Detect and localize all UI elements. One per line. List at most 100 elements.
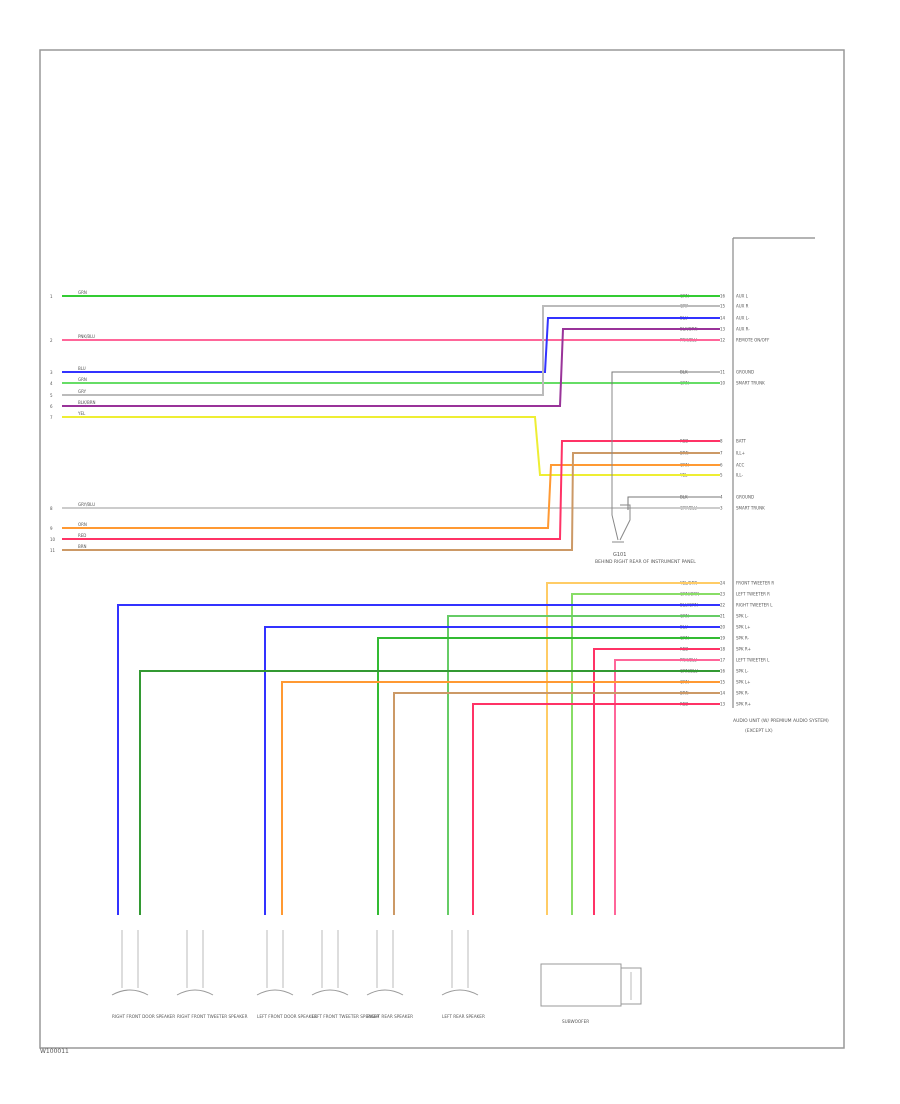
speaker-pin-number: 24 xyxy=(720,581,726,586)
left-pin-number: 6 xyxy=(50,404,53,409)
unit-pin-label: BATT xyxy=(736,439,747,444)
left-wire-label: PNK/BLU xyxy=(78,334,95,339)
speaker-4: LEFT FRONT TWEETER SPEAKER xyxy=(311,930,379,1019)
speaker-label: RIGHT REAR SPEAKER xyxy=(367,1014,413,1019)
speaker-wire xyxy=(571,593,720,915)
speaker-3: LEFT FRONT DOOR SPEAKER xyxy=(256,930,317,1019)
speaker-pin-number: 20 xyxy=(720,625,726,630)
wire-7 xyxy=(62,416,720,476)
speaker-pin-number: 21 xyxy=(720,614,726,619)
wire-9 xyxy=(62,464,720,529)
speaker-wire xyxy=(393,692,720,915)
unit-pin-number: 5 xyxy=(720,473,723,478)
ground-label: G101 xyxy=(613,552,626,558)
unit-pin-label: GROUND xyxy=(736,370,754,375)
speaker-pin-number: 15 xyxy=(720,680,726,685)
wire-6 xyxy=(62,328,720,407)
audio-unit-label: AUDIO UNIT (W/ PREMIUM AUDIO SYSTEM) xyxy=(733,718,829,724)
speaker-pin-number: 19 xyxy=(720,636,726,641)
speaker-wire xyxy=(447,615,720,915)
speaker-pin-label: LEFT TWEETER L xyxy=(736,658,770,663)
speaker-wire xyxy=(117,604,720,915)
unit-pin-number: 4 xyxy=(720,495,723,500)
left-pin-number: 8 xyxy=(50,506,53,511)
left-wire-label: GRY/BLU xyxy=(78,502,95,507)
left-pin-number: 9 xyxy=(50,526,53,531)
speaker-pin-number: 23 xyxy=(720,592,726,597)
ground-wire xyxy=(611,371,720,385)
unit-pin-number: 16 xyxy=(720,294,726,299)
left-wire-label: BLU xyxy=(78,366,86,371)
unit-pin-label: SMART TRUNK xyxy=(736,506,765,511)
speaker-label: LEFT FRONT DOOR SPEAKER xyxy=(257,1014,317,1019)
subwoofer-symbol xyxy=(540,963,642,1007)
wire-11 xyxy=(62,452,720,551)
speaker-label: SUBWOOFER xyxy=(562,1019,589,1024)
speaker-pin-number: 16 xyxy=(720,669,726,674)
speaker-pin-number: 22 xyxy=(720,603,726,608)
unit-pin-label: AUX L- xyxy=(736,316,750,321)
left-wire-label: RED xyxy=(78,533,86,538)
left-wire-label: GRN xyxy=(78,290,87,295)
speaker-pin-number: 17 xyxy=(720,658,726,663)
left-wire-label: ORN xyxy=(78,522,87,527)
unit-pin-label: SMART TRUNK xyxy=(736,381,765,386)
diagram-frame xyxy=(39,49,845,1049)
speaker-label: RIGHT FRONT DOOR SPEAKER xyxy=(112,1014,175,1019)
speaker-pin-label: RIGHT TWEETER L xyxy=(736,603,773,608)
figure-id: W100011 xyxy=(40,1048,69,1055)
speaker-pin-number: 14 xyxy=(720,691,726,696)
left-wire-label: BRN xyxy=(78,544,87,549)
wires-group: 1GRN2PNK/BLU3BLU4GRN5GRY6BLK/BRN7YEL8GRY… xyxy=(50,290,720,915)
speaker-wire xyxy=(281,681,720,915)
speaker-pin-label: SPK R- xyxy=(736,691,749,696)
unit-pin-label: ILL+ xyxy=(736,451,745,456)
audio-unit-sub: (EXCEPT LX) xyxy=(745,728,773,734)
speaker-pin-label: SPK R- xyxy=(736,636,749,641)
unit-pin-number: 13 xyxy=(720,327,726,332)
left-pin-number: 7 xyxy=(50,415,53,420)
speaker-pin-label: SPK R+ xyxy=(736,702,751,707)
ground-sub: BEHIND RIGHT REAR OF INSTRUMENT PANEL xyxy=(595,559,696,565)
unit-pin-number: 10 xyxy=(720,381,726,386)
wire-3 xyxy=(62,317,720,373)
unit-pin-number: 8 xyxy=(720,439,723,444)
speaker-pin-label: LEFT TWEETER R xyxy=(736,592,770,597)
left-pin-number: 10 xyxy=(50,537,56,542)
speaker-wire xyxy=(139,670,720,915)
left-pin-number: 11 xyxy=(50,548,56,553)
speaker-wire xyxy=(614,659,720,915)
speaker-7: SUBWOOFER xyxy=(562,1019,589,1024)
speaker-wire xyxy=(377,637,720,915)
audio-unit-body xyxy=(732,237,815,708)
left-wire-label: GRY xyxy=(78,389,87,394)
speaker-label: LEFT FRONT TWEETER SPEAKER xyxy=(312,1014,379,1019)
speaker-wire xyxy=(593,648,720,915)
unit-pin-number: 15 xyxy=(720,304,726,309)
speaker-2: RIGHT FRONT TWEETER SPEAKER xyxy=(176,930,248,1019)
wire-10 xyxy=(62,440,720,540)
speaker-wire xyxy=(264,626,720,915)
left-pin-number: 2 xyxy=(50,338,53,343)
unit-pin-label: GROUND xyxy=(736,495,754,500)
unit-pin-number: 12 xyxy=(720,338,726,343)
left-pin-number: 4 xyxy=(50,381,53,386)
speaker-label: LEFT REAR SPEAKER xyxy=(442,1014,485,1019)
speaker-pin-number: 18 xyxy=(720,647,726,652)
speaker-pin-number: 13 xyxy=(720,702,726,707)
speaker-5: RIGHT REAR SPEAKER xyxy=(366,930,413,1019)
unit-pin-label: AUX L xyxy=(736,294,749,299)
unit-pin-label: ILL- xyxy=(736,473,744,478)
ground-wire xyxy=(627,496,720,510)
unit-pin-number: 7 xyxy=(720,451,723,456)
unit-pin-label: ACC xyxy=(736,463,744,468)
unit-pin-label: AUX R- xyxy=(736,327,750,332)
speaker-wire xyxy=(546,582,720,915)
speaker-label: RIGHT FRONT TWEETER SPEAKER xyxy=(177,1014,248,1019)
unit-pin-label: REMOTE ON/OFF xyxy=(736,338,770,343)
speaker-pin-label: FRONT TWEETER R xyxy=(736,581,774,586)
